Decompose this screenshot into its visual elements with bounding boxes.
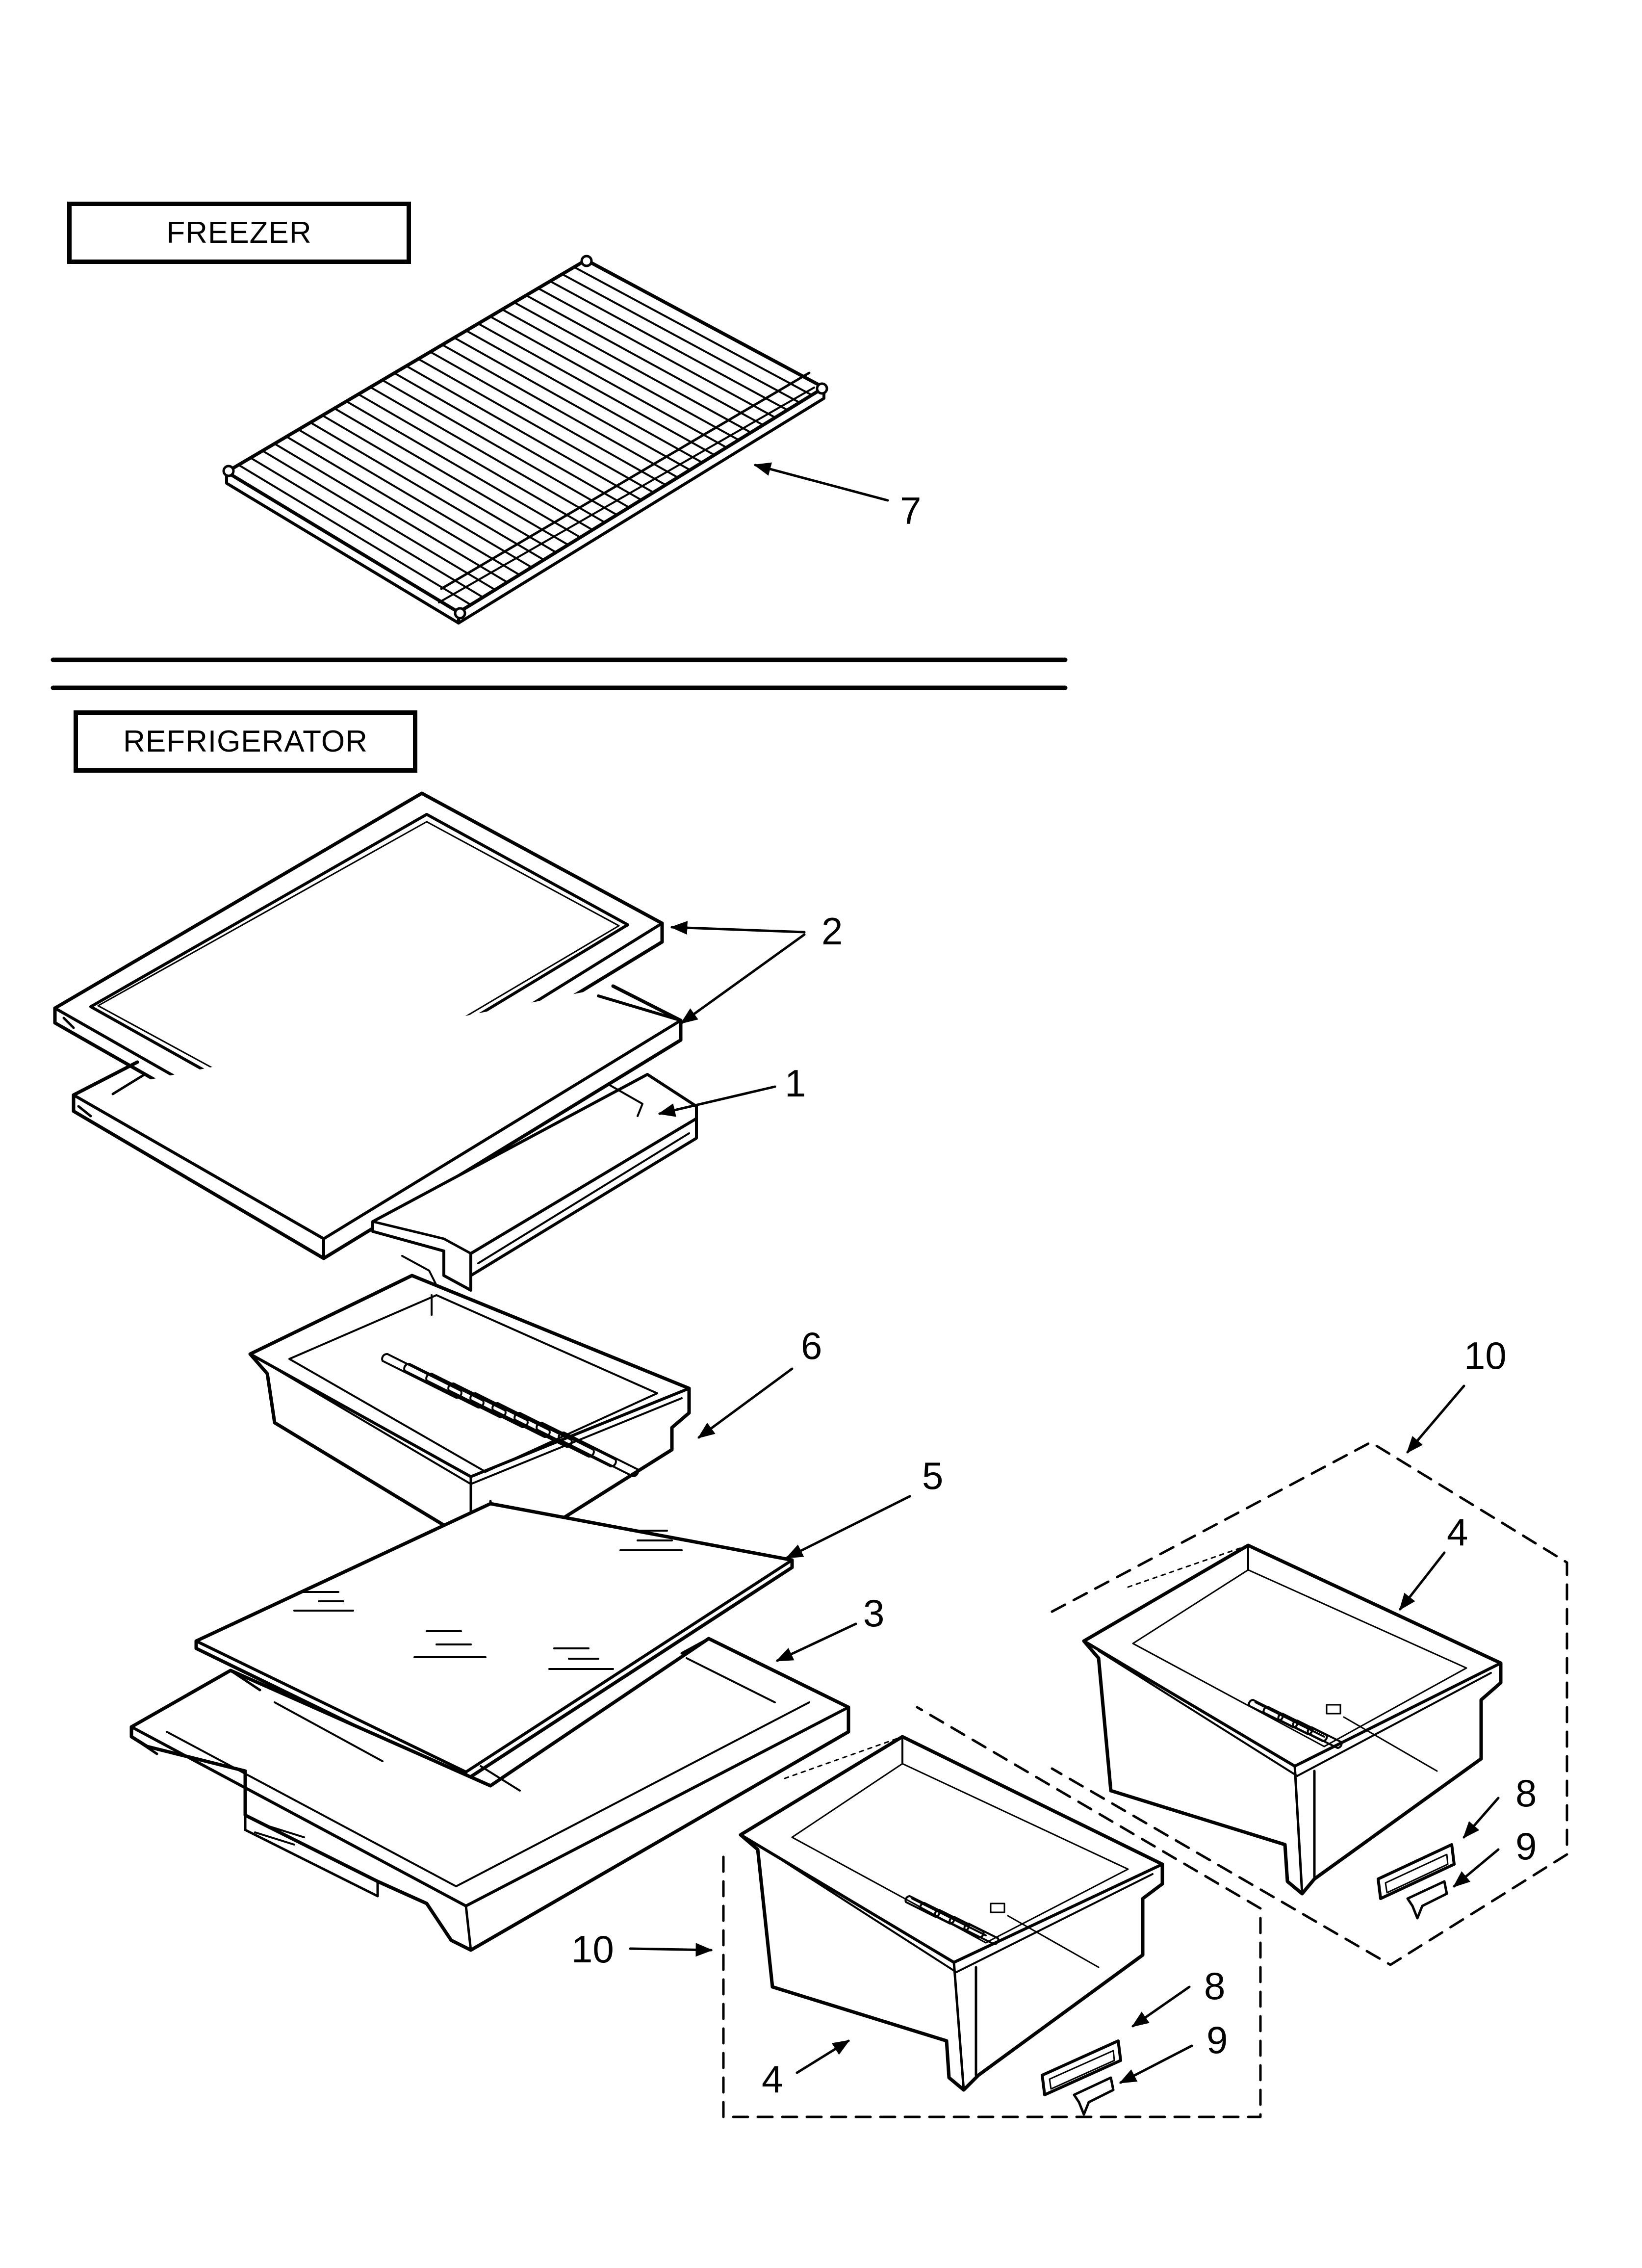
callout-6: 6 [801, 1324, 822, 1367]
crisper-frame [129, 1637, 850, 1952]
callout-10-right: 10 [1464, 1334, 1507, 1377]
callout-5: 5 [922, 1454, 943, 1497]
assembly-group-right-outline [1051, 1441, 1568, 1966]
crisper-drawer-left [739, 1735, 1164, 2092]
callout-7: 7 [900, 489, 921, 532]
refrigerator-section-label: REFRIGERATOR [74, 710, 417, 773]
callout-4-right: 4 [1447, 1511, 1468, 1554]
humidity-control-right [1343, 1716, 1456, 1920]
crisper-drawer-right [1082, 1543, 1503, 1896]
section-divider [51, 657, 1068, 690]
humidity-control-left [1007, 1915, 1122, 2116]
callout-9-right: 9 [1515, 1825, 1537, 1868]
freezer-wire-shelf [222, 255, 828, 625]
deli-drawer [248, 1274, 691, 1587]
callout-10-left: 10 [571, 1928, 614, 1971]
callout-8-left: 8 [1204, 1964, 1225, 2007]
leader-lines [629, 462, 1500, 2084]
callout-9-left: 9 [1206, 2018, 1228, 2061]
callout-2: 2 [821, 910, 843, 953]
callout-4-left: 4 [762, 2058, 783, 2101]
callout-8-right: 8 [1515, 1772, 1537, 1815]
callout-3: 3 [863, 1591, 884, 1635]
lower-glass-shelf [72, 984, 683, 1260]
assembly-group-left-outline [722, 1706, 1262, 2118]
callout-1: 1 [785, 1062, 806, 1105]
shelf-support-bracket [371, 1073, 698, 1292]
freezer-section-label: FREEZER [67, 202, 411, 264]
